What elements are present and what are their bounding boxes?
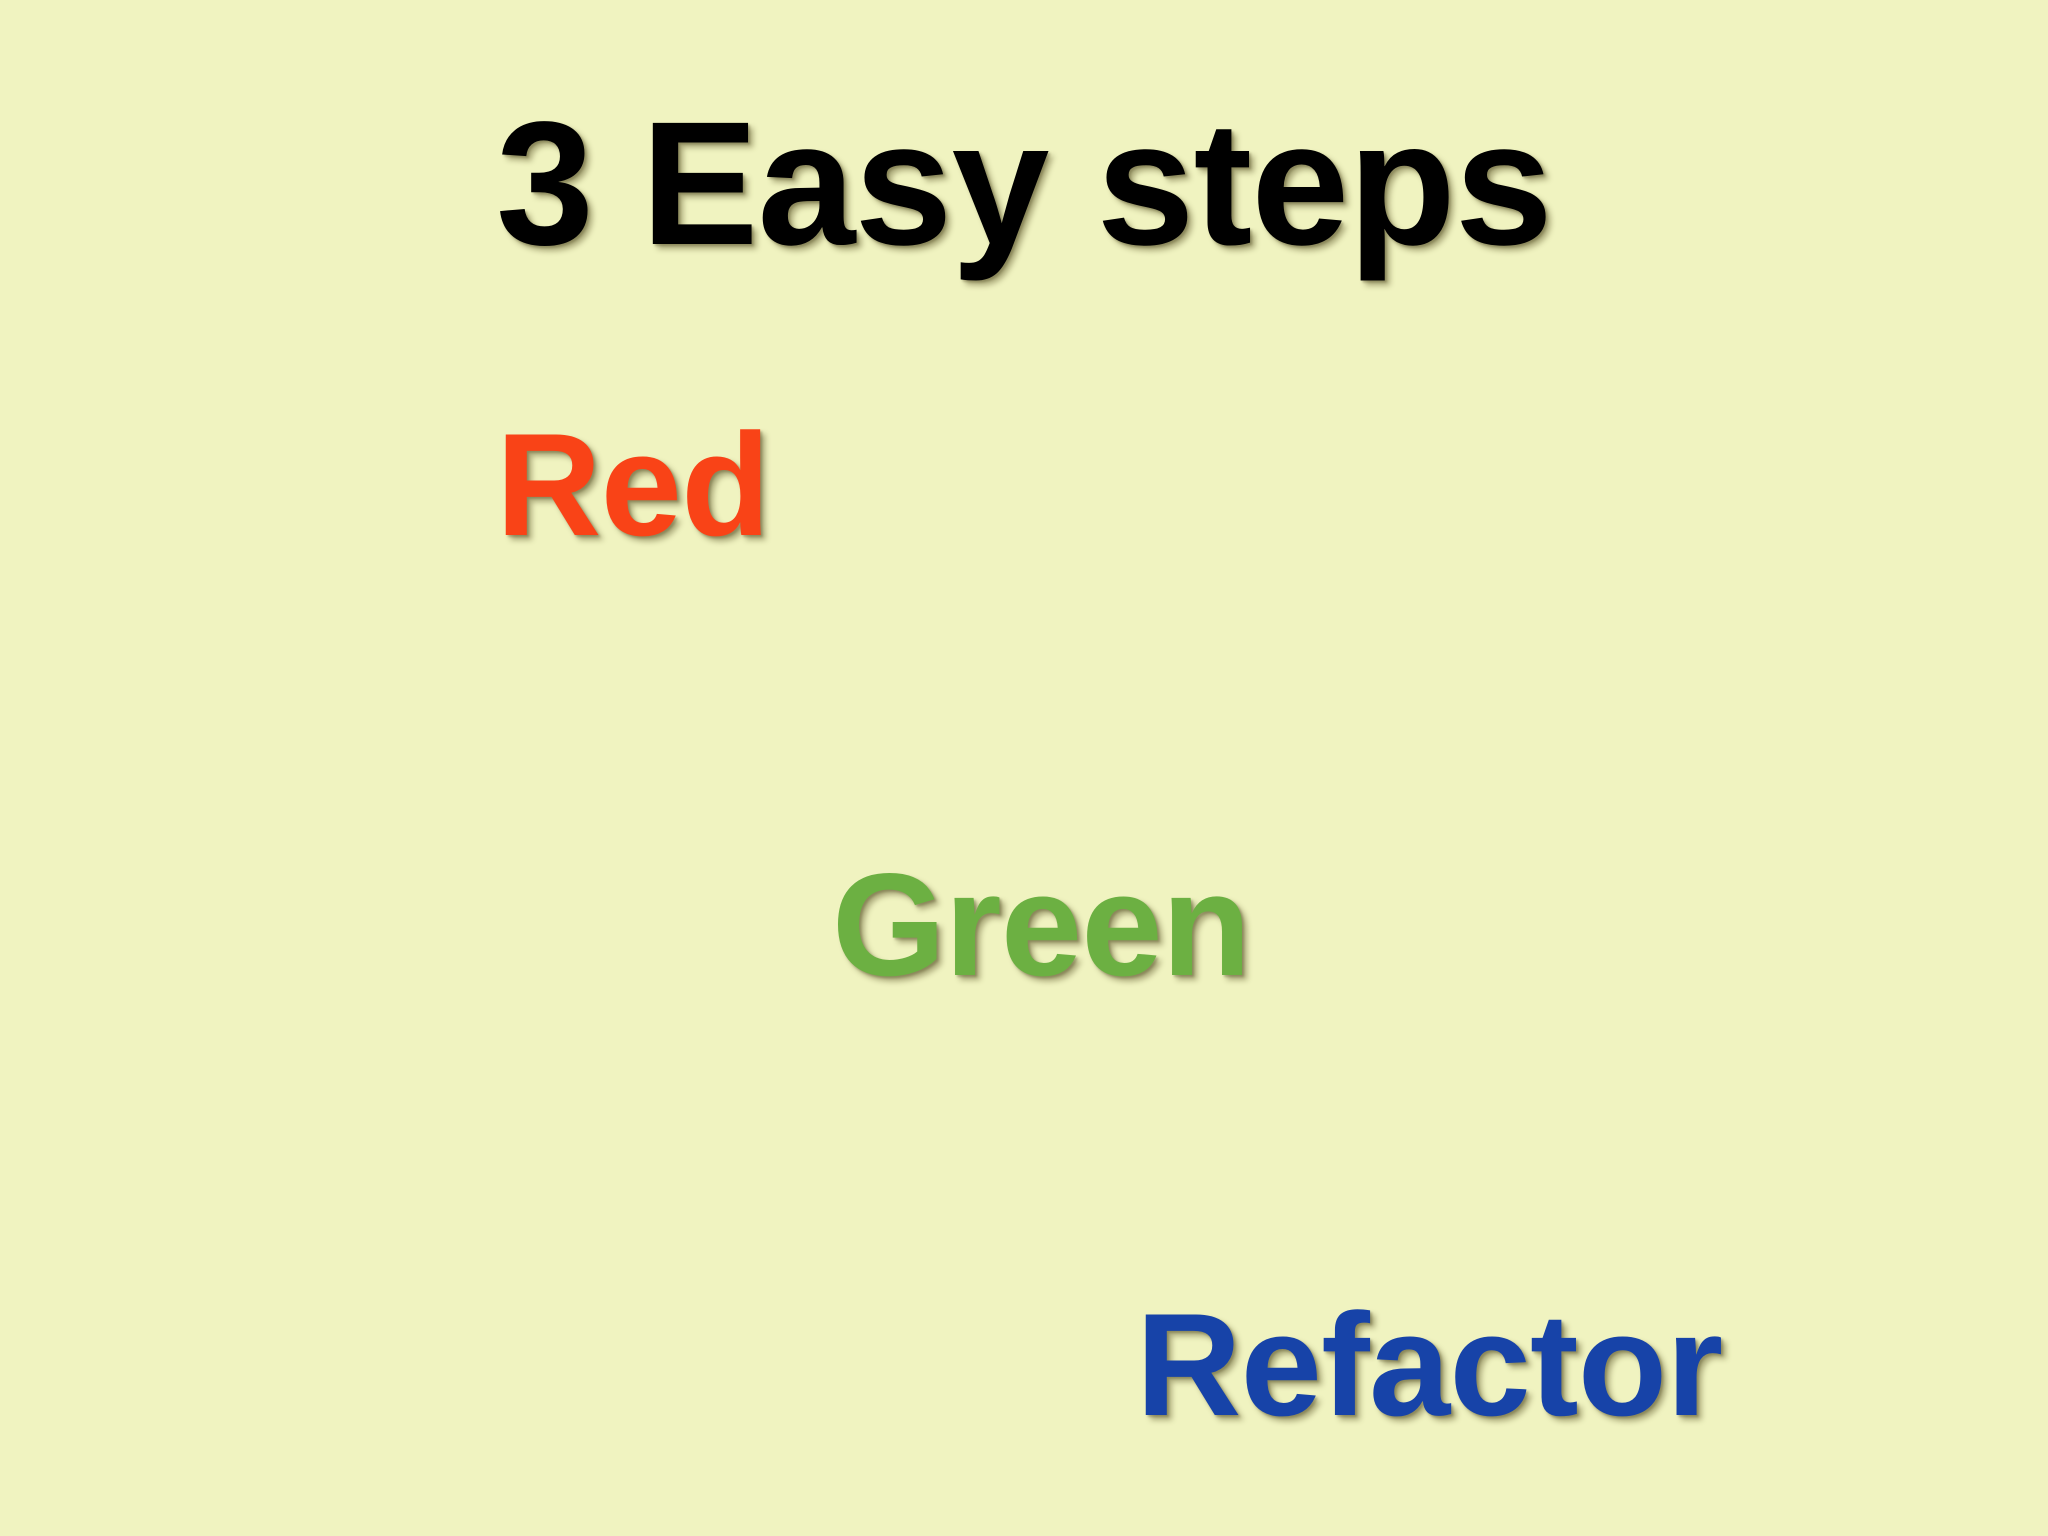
slide-title: 3 Easy steps [496, 86, 1553, 282]
step-label-green: Green [832, 843, 1251, 1006]
step-label-refactor: Refactor [1136, 1283, 1723, 1446]
step-label-red: Red [496, 403, 770, 566]
